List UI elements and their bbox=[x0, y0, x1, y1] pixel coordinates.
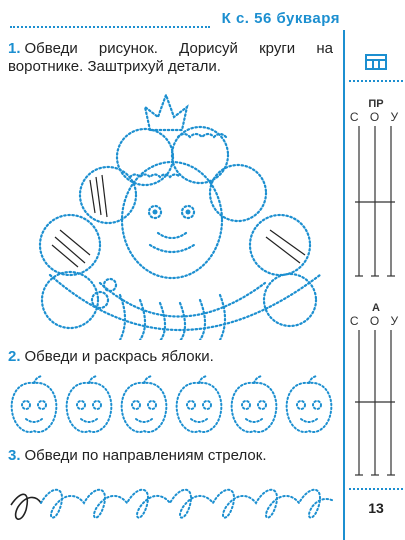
loop-start-solid bbox=[10, 493, 42, 520]
apple-outline bbox=[175, 375, 223, 433]
task-number: 3. bbox=[8, 447, 21, 464]
task-text: Обведи и раскрась яблоки. bbox=[24, 348, 214, 365]
page-title: К с. 56 букваря bbox=[221, 10, 340, 27]
task-3: 3.Обведи по направлениям стрелок. bbox=[8, 447, 267, 465]
apple-outline bbox=[285, 375, 333, 433]
header-dotted-rule bbox=[10, 26, 210, 28]
sidebar-block-letters: С О У bbox=[349, 110, 403, 124]
sidebar-block-2: А С О У bbox=[345, 302, 405, 328]
loop-dotted-trace bbox=[40, 488, 335, 519]
page-header: К с. 56 букваря bbox=[10, 8, 340, 30]
page-number: 13 bbox=[368, 500, 384, 516]
task-number: 1. bbox=[8, 40, 21, 57]
tracing-loops-row[interactable] bbox=[6, 475, 338, 530]
sidebar-block-1: ПР С О У bbox=[345, 98, 405, 124]
sidebar: ПР С О У А С О У 13 bbox=[343, 30, 405, 540]
writing-lines-2[interactable] bbox=[353, 330, 399, 480]
sidebar-dotted-rule bbox=[349, 488, 403, 490]
sidebar-block-title: ПР bbox=[368, 98, 384, 110]
tracing-figure-clown[interactable] bbox=[30, 85, 335, 340]
writing-lines-1[interactable] bbox=[353, 126, 399, 282]
tracing-apples-row[interactable] bbox=[6, 375, 338, 440]
sidebar-dotted-rule bbox=[349, 80, 403, 82]
task-number: 2. bbox=[8, 348, 21, 365]
grid-icon bbox=[365, 54, 387, 70]
apple-outline bbox=[10, 375, 58, 433]
task-1: 1.Обведи рисунок. Дорисуй круги на ворот… bbox=[8, 40, 333, 76]
apple-outline bbox=[65, 375, 113, 433]
task-2: 2.Обведи и раскрась яблоки. bbox=[8, 348, 214, 366]
task-text: Обведи рисунок. Дорисуй круги на воротни… bbox=[8, 40, 333, 75]
apple-outline bbox=[230, 375, 278, 433]
sidebar-block-title: А bbox=[372, 302, 380, 314]
apple-outline bbox=[120, 375, 168, 433]
sidebar-block-letters: С О У bbox=[349, 314, 403, 328]
task-text: Обведи по направлениям стрелок. bbox=[24, 447, 267, 464]
